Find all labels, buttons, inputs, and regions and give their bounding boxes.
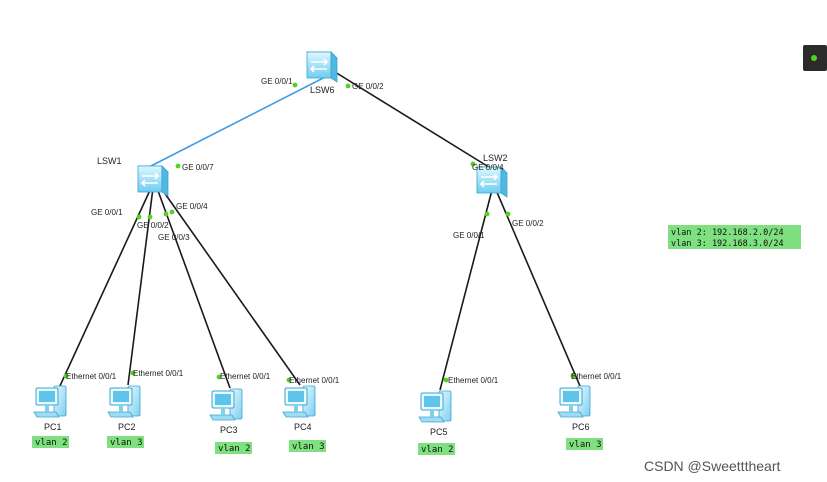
devices-layer: [33, 51, 591, 423]
links-layer: [58, 71, 581, 391]
dark-widget-icon[interactable]: [803, 45, 827, 71]
port-dot: [286, 377, 292, 383]
port-label-lsw1-to-pc1: GE 0/0/1: [91, 208, 123, 217]
vlan-note-line-1: vlan 2: 192.168.2.0/24: [671, 228, 784, 238]
pc-icon: [557, 385, 591, 418]
switch-lsw6[interactable]: [306, 51, 338, 83]
link-lsw1-pc2[interactable]: [127, 187, 154, 386]
pc-icon: [33, 385, 67, 418]
port-dot: [345, 83, 351, 89]
vlan-note-line-2: vlan 3: 192.168.3.0/24: [671, 239, 784, 249]
port-label-lsw1-to-pc3: GE 0/0/3: [158, 233, 190, 242]
vlan-tag-pc1: vlan 2: [32, 436, 69, 448]
link-lsw6-lsw1[interactable]: [146, 71, 336, 169]
pc-pc2[interactable]: [107, 385, 141, 418]
pc-pc4[interactable]: [282, 385, 316, 418]
switch-icon: [137, 165, 169, 197]
pc-label-pc3: PC3: [220, 425, 238, 435]
switch-label-lsw1: LSW1: [97, 156, 122, 166]
port-dot: [130, 370, 136, 376]
pc-icon: [418, 390, 452, 423]
pc-icon: [107, 385, 141, 418]
svg-text:vlan 3: vlan 3: [110, 438, 143, 448]
vlan-tag-pc5: vlan 2: [418, 443, 455, 455]
link-lsw2-pc5[interactable]: [439, 189, 493, 391]
svg-text:vlan 3: vlan 3: [569, 440, 602, 450]
port-label-pc3-to-lsw1: Ethernet 0/0/1: [220, 372, 271, 381]
labels-layer: GE 0/0/1 GE 0/0/7 GE 0/0/2 GE 0/0/4 GE 0/0/1…: [32, 77, 622, 455]
pc-icon: [282, 385, 316, 418]
pc-label-pc2: PC2: [118, 422, 136, 432]
port-label-lsw2-to-pc5: GE 0/0/1: [453, 231, 485, 240]
port-dot: [484, 211, 490, 217]
link-lsw2-pc6[interactable]: [495, 189, 581, 387]
port-dot: [292, 82, 298, 88]
link-lsw1-pc4[interactable]: [160, 187, 301, 386]
vlan-tag-pc4: vlan 3: [289, 440, 326, 452]
port-label-lsw6-to-lsw2: GE 0/0/2: [352, 82, 384, 91]
port-dot: [169, 209, 175, 215]
port-dot: [147, 214, 153, 220]
pc-label-pc1: PC1: [44, 422, 62, 432]
switch-lsw2[interactable]: [476, 166, 508, 198]
vlan-note: vlan 2: 192.168.2.0/24 vlan 3: 192.168.3…: [668, 225, 801, 249]
switch-label-lsw6: LSW6: [310, 85, 335, 95]
port-dot: [136, 214, 142, 220]
pc-pc3[interactable]: [209, 388, 243, 421]
pc-pc5[interactable]: [418, 390, 452, 423]
svg-text:vlan 3: vlan 3: [292, 442, 325, 452]
csdn-watermark: CSDN @Sweetttheart: [644, 458, 780, 474]
port-dot: [63, 373, 69, 379]
pc-pc1[interactable]: [33, 385, 67, 418]
port-label-pc6-to-lsw2: Ethernet 0/0/1: [571, 372, 622, 381]
pc-label-pc5: PC5: [430, 427, 448, 437]
port-label-pc2-to-lsw1: Ethernet 0/0/1: [133, 369, 184, 378]
port-label-lsw6-to-lsw1: GE 0/0/1: [261, 77, 293, 86]
vlan-tag-pc2: vlan 3: [107, 436, 144, 448]
port-label-lsw2-to-lsw6: GE 0/0/4: [472, 163, 504, 172]
link-lsw1-pc1[interactable]: [58, 187, 152, 389]
port-label-lsw1-to-lsw6: GE 0/0/7: [182, 163, 214, 172]
port-dot: [570, 373, 576, 379]
svg-text:vlan 2: vlan 2: [35, 438, 68, 448]
link-lsw1-pc3[interactable]: [156, 187, 231, 389]
port-label-pc4-to-lsw1: Ethernet 0/0/1: [289, 376, 340, 385]
pc-icon: [209, 388, 243, 421]
svg-text:vlan 2: vlan 2: [421, 445, 454, 455]
port-dot: [470, 161, 476, 167]
port-dot: [443, 377, 449, 383]
switch-icon: [306, 51, 338, 83]
port-label-pc1-to-lsw1: Ethernet 0/0/1: [66, 372, 117, 381]
switch-lsw1[interactable]: [137, 165, 169, 197]
vlan-tag-pc3: vlan 2: [215, 442, 252, 454]
port-label-pc5-to-lsw2: Ethernet 0/0/1: [448, 376, 499, 385]
pc-pc6[interactable]: [557, 385, 591, 418]
pc-label-pc6: PC6: [572, 422, 590, 432]
vlan-note-bg: [668, 225, 801, 249]
port-label-lsw1-to-pc2: GE 0/0/2: [137, 221, 169, 230]
port-label-lsw2-to-pc6: GE 0/0/2: [512, 219, 544, 228]
port-dot: [216, 374, 222, 380]
switch-label-lsw2: LSW2: [483, 153, 508, 163]
port-dot: [163, 211, 169, 217]
switch-icon: [476, 166, 508, 198]
vlan-tag-pc6: vlan 3: [566, 438, 603, 450]
pc-label-pc4: PC4: [294, 422, 312, 432]
link-lsw6-lsw2[interactable]: [334, 71, 493, 170]
svg-text:vlan 2: vlan 2: [218, 444, 251, 454]
port-dot: [505, 211, 511, 217]
port-dot: [175, 163, 181, 169]
port-label-lsw1-to-pc4: GE 0/0/4: [176, 202, 208, 211]
